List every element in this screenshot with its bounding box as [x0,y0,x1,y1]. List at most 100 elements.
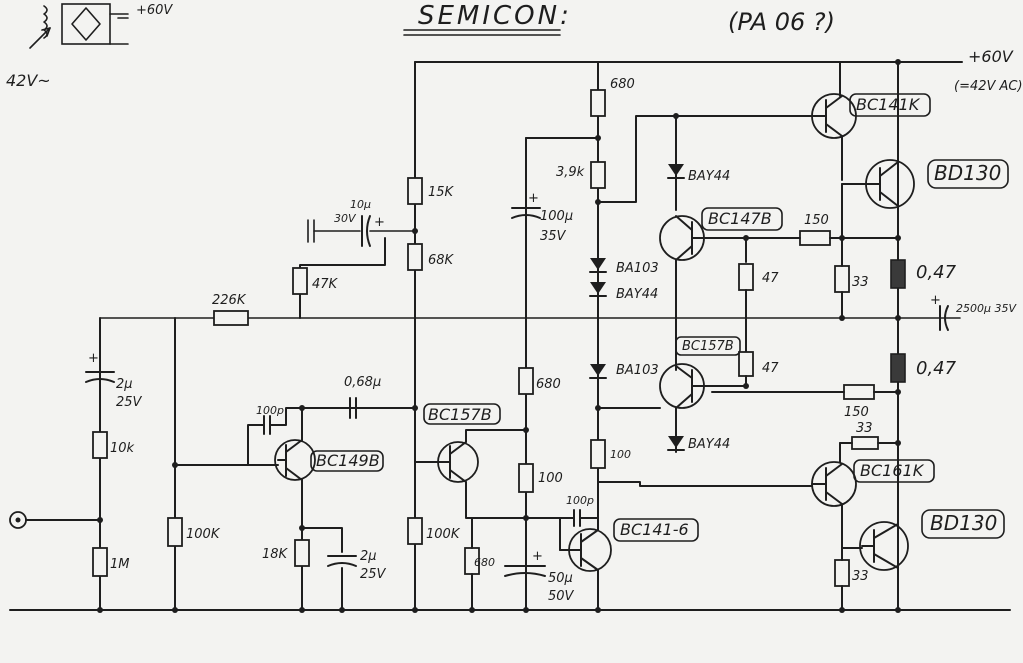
label-bc147b: BC147B [708,209,772,228]
svg-text:150: 150 [804,213,829,228]
diode-bay44-b: BAY44 [589,282,658,302]
svg-text:100p: 100p [256,404,284,417]
svg-text:BAY44: BAY44 [616,287,658,302]
resistor-47k [292,267,308,295]
svg-text:50V: 50V [548,589,575,604]
resistor-680-c [590,89,606,117]
svg-text:0,47: 0,47 [916,358,957,379]
svg-text:2500μ 35V: 2500μ 35V [956,302,1017,315]
transistor-bc141k [807,93,857,139]
svg-text:680: 680 [536,377,561,392]
label-bc149b: BC149B [316,451,380,470]
capacitor-100p-a: 100p [247,404,303,466]
resistor-047-a [890,259,906,289]
svg-text:BA103: BA103 [616,261,659,276]
svg-text:68K: 68K [428,253,455,268]
resistor-226k [213,310,249,326]
supply-voltage-label: +60V [136,3,173,18]
svg-text:680: 680 [474,556,495,569]
label-bc157b-a: BC157B [428,405,492,424]
svg-text:100μ: 100μ [540,209,573,224]
resistor-100k-b [407,517,423,545]
svg-text:1M: 1M [110,557,130,572]
resistor-47-a [738,263,754,291]
resistor-150-b [843,384,875,400]
svg-text:+: + [88,351,99,366]
transformer-rectifier: +60V 42V~ [6,3,173,90]
capacitor-100u: + 100μ 35V [511,191,573,244]
svg-text:35V: 35V [540,229,567,244]
svg-text:47: 47 [762,271,779,286]
transistor-bc157b-b [659,363,713,409]
svg-text:+: + [528,191,539,206]
diode-ba103-a: BA103 [589,258,659,276]
transistor-bc147b [659,215,713,261]
resistor-10k [92,431,108,459]
label-bc161k: BC161K [860,461,925,480]
resistor-100-b [590,439,606,469]
resistor-33-a [834,265,850,293]
diode-bay44-a: BAY44 [667,164,730,184]
svg-text:100: 100 [538,471,563,486]
svg-text:BA103: BA103 [616,363,659,378]
resistor-33-c [834,559,850,587]
label-bc141k: BC141K [856,95,921,114]
svg-text:15K: 15K [428,185,455,200]
transistor-bd130-top [859,159,915,209]
junction-dots [97,59,901,613]
svg-text:100: 100 [610,448,631,461]
resistor-47-b [738,351,754,377]
mains-voltage-label: 42V~ [6,71,51,90]
svg-text:30V: 30V [334,212,357,225]
svg-text:+: + [374,215,385,230]
label-bd130-top: BD130 [934,161,1001,185]
svg-text:25V: 25V [116,395,143,410]
svg-text:3,9k: 3,9k [556,165,585,180]
svg-text:0,68μ: 0,68μ [344,375,381,390]
resistor-047-b [890,353,906,383]
transistor-bc149b [274,439,316,481]
svg-text:2μ: 2μ [360,549,377,564]
svg-text:150: 150 [844,405,869,420]
capacitor-068u: 0,68μ [344,375,381,419]
rail-voltage-label: +60V [968,47,1014,66]
resistor-100k-a [167,517,183,547]
diode-ba103-b: BA103 [589,363,659,379]
svg-text:50μ: 50μ [548,571,573,586]
label-bc157b-b: BC157B [682,339,734,354]
svg-text:47K: 47K [312,277,339,292]
resistor-150-a [799,230,831,246]
resistor-18k [294,539,310,567]
capacitor-2500u: + 2500μ 35V [930,293,1017,331]
sheet-title: SEMICON: [418,1,572,31]
svg-text:33: 33 [856,421,873,436]
label-bc141-6: BC141-6 [620,520,689,539]
svg-text:100K: 100K [186,527,221,542]
rail-note-label: (=42V AC) [954,79,1023,94]
resistor-3-9k [590,161,606,189]
svg-text:10k: 10k [110,441,135,456]
svg-text:25V: 25V [360,567,387,582]
capacitor-10u: + 10μ 30V [307,198,416,247]
sheet-note: (PA 06 ?) [728,8,835,36]
transistor-bc141-6 [559,528,612,572]
transistor-bc157b-a [437,441,479,483]
transistor-bd130-bot [859,521,909,571]
svg-text:680: 680 [610,77,635,92]
svg-text:0,47: 0,47 [916,262,957,283]
svg-text:+: + [532,549,543,564]
svg-text:+: + [930,293,941,308]
svg-text:100K: 100K [426,527,461,542]
capacitor-50u: + 50μ 50V [504,549,575,604]
svg-text:18K: 18K [262,547,289,562]
resistor-15k [407,177,423,205]
svg-text:33: 33 [852,569,869,584]
svg-text:47: 47 [762,361,779,376]
svg-text:33: 33 [852,275,869,290]
resistor-680-a [518,367,534,395]
capacitor-2u: 2μ 25V [327,549,387,611]
capacitor-100p-b: 100p [559,494,599,527]
svg-text:BAY44: BAY44 [688,169,730,184]
resistor-100-a [518,463,534,493]
